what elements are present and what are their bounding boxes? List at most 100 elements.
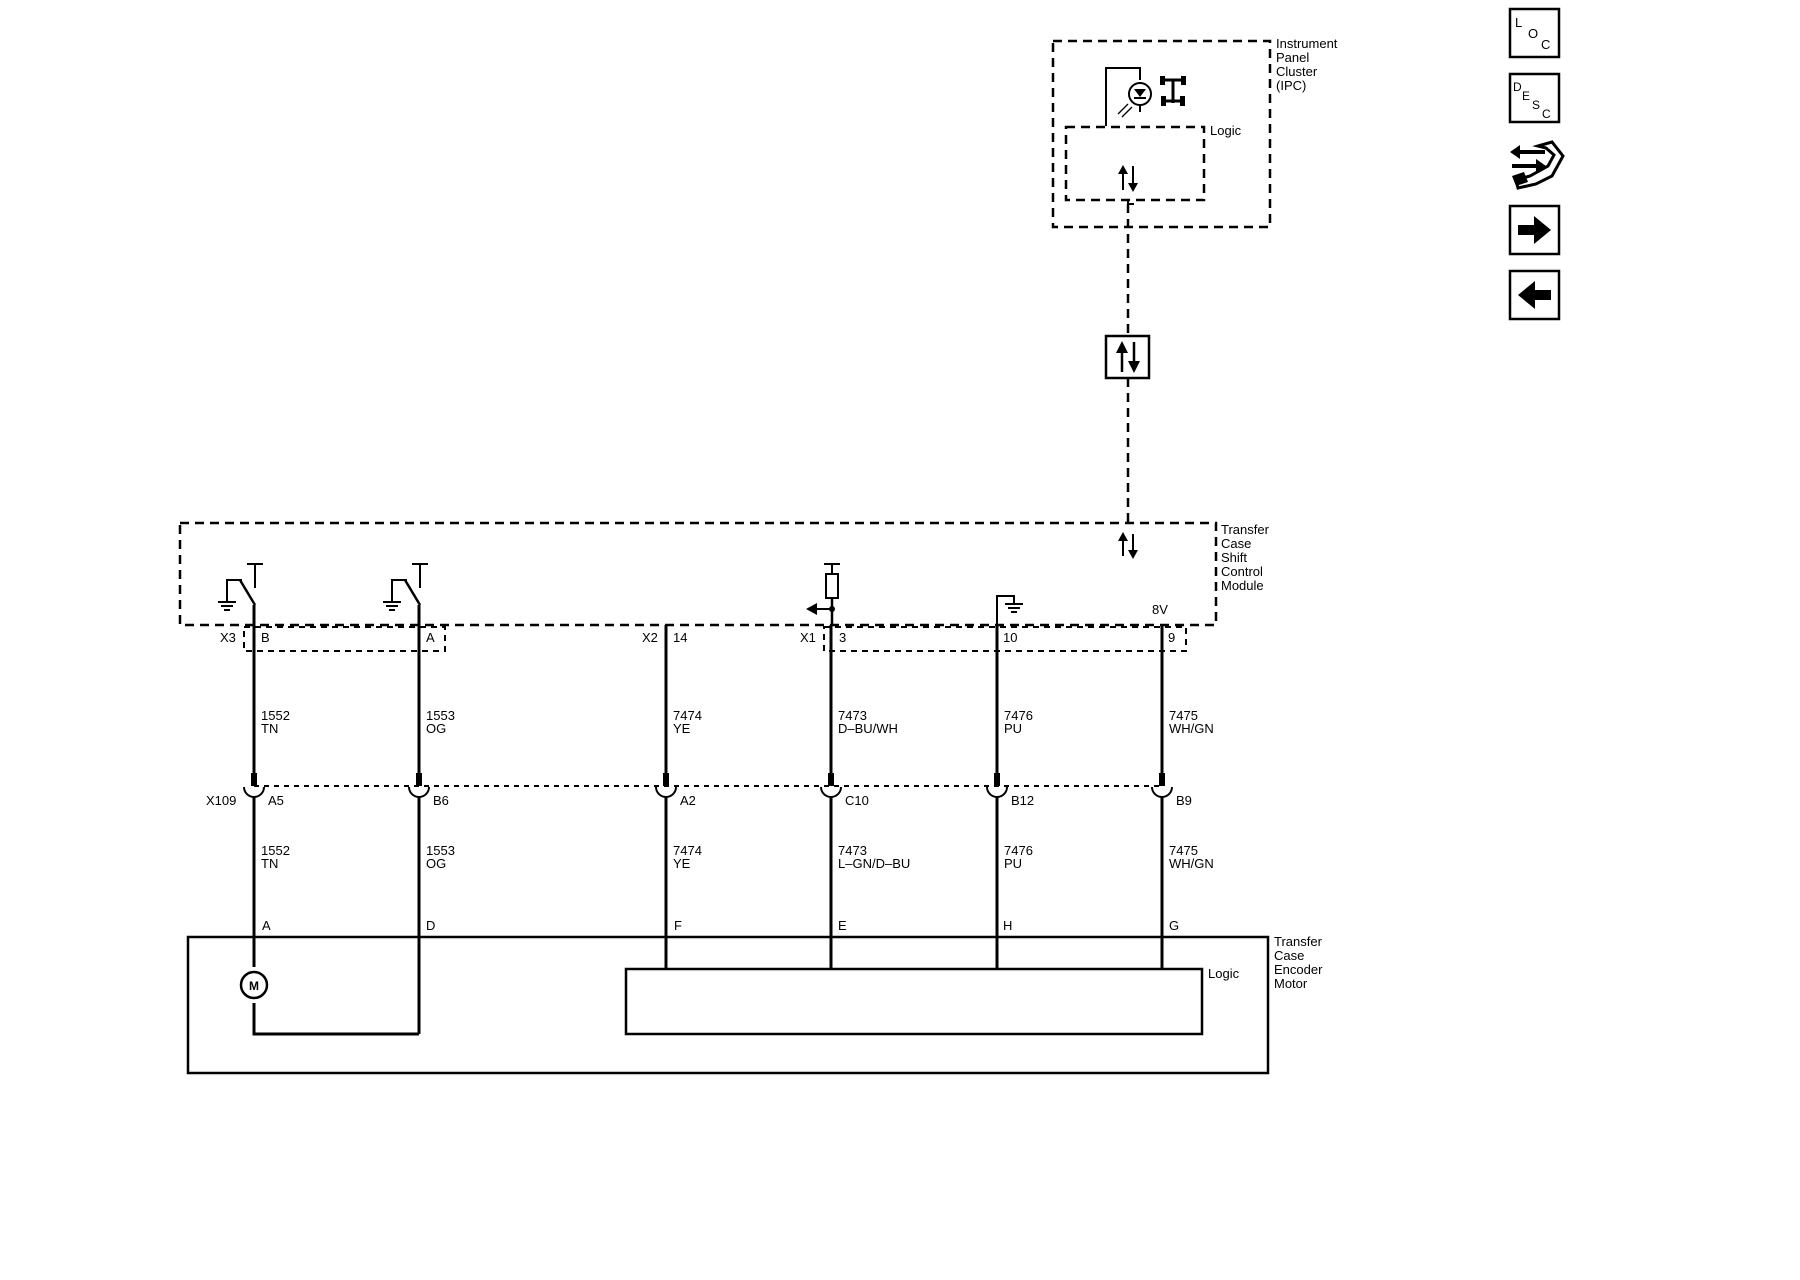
loc-icon: L O C — [1515, 15, 1550, 52]
encoder-name-line: Encoder — [1274, 962, 1323, 977]
desc-letter: C — [1542, 107, 1551, 121]
wrench-arrows-icon — [1510, 140, 1565, 190]
wire-color: PU — [1004, 856, 1022, 871]
data-arrows-icon — [1118, 165, 1138, 192]
motor-driver-switch-icon — [218, 563, 263, 611]
wire-color: YE — [673, 721, 691, 736]
wire-color: OG — [426, 856, 446, 871]
inline-connector-x109 — [243, 773, 1173, 798]
loc-letter: L — [1515, 15, 1522, 30]
ipc-logic-label: Logic — [1210, 123, 1242, 138]
wires — [252, 605, 1164, 1036]
previous-page-button[interactable] — [1508, 269, 1561, 321]
ground-icon — [996, 595, 1023, 625]
reference-voltage-label: 8V — [1152, 602, 1168, 617]
pull-up-resistor-icon — [806, 563, 840, 625]
circuit-number: 7475 — [1169, 708, 1198, 723]
tcscm-name-line: Control — [1221, 564, 1263, 579]
tcscm-name-line: Module — [1221, 578, 1264, 593]
desc-letter: E — [1522, 89, 1530, 103]
arrow-left-icon — [1518, 281, 1551, 309]
circuit-number: 1552 — [261, 843, 290, 858]
tcscm-name-line: Shift — [1221, 550, 1247, 565]
ipc-name-line: Panel — [1276, 50, 1309, 65]
wiring-diagram: Instrument Panel Cluster (IPC) Logic — [178, 7, 1565, 1075]
circuit-number: 7474 — [673, 708, 702, 723]
circuit-number: 7473 — [838, 708, 867, 723]
circuit-number: 1552 — [261, 708, 290, 723]
tcscm-name-line: Transfer — [1221, 522, 1270, 537]
motor-symbol-label: M — [249, 979, 259, 993]
loc-letter: O — [1528, 26, 1538, 41]
pin-label: D — [426, 918, 435, 933]
circuit-labels-upper: 1552 TN 1553 OG 7474 YE 7473 D–BU/WH 747… — [261, 708, 1214, 736]
serial-data-symbol — [1104, 334, 1151, 380]
wire-color: YE — [673, 856, 691, 871]
desc-letter: S — [1532, 98, 1540, 112]
desc-icon: D E S C — [1513, 80, 1551, 121]
tcscm-name-line: Case — [1221, 536, 1251, 551]
pin-label: 9 — [1168, 630, 1175, 645]
circuit-number: 7474 — [673, 843, 702, 858]
encoder-logic-label: Logic — [1208, 966, 1240, 981]
pin-label: A2 — [680, 793, 696, 808]
next-page-button[interactable] — [1508, 204, 1561, 256]
ipc-module: Instrument Panel Cluster (IPC) Logic — [1051, 36, 1338, 229]
connector-shell-x3 — [243, 626, 446, 652]
pin-label: 14 — [673, 630, 687, 645]
pin-label: E — [838, 918, 847, 933]
wire-color: WH/GN — [1169, 721, 1214, 736]
circuit-number: 7475 — [1169, 843, 1198, 858]
wire-color: TN — [261, 721, 278, 736]
data-arrows-icon — [1118, 532, 1138, 559]
motor-icon: M — [239, 970, 269, 1000]
pin-label: G — [1169, 918, 1179, 933]
encoder-name-line: Transfer — [1274, 934, 1323, 949]
connector-label-x2: X2 — [642, 630, 658, 645]
wire-color: PU — [1004, 721, 1022, 736]
serial-data-line — [1126, 200, 1134, 528]
loc-letter: C — [1541, 37, 1550, 52]
diagnostic-tool-button[interactable] — [1510, 140, 1565, 190]
pin-label: F — [674, 918, 682, 933]
circuit-number: 1553 — [426, 843, 455, 858]
circuit-labels-lower: 1552 TN 1553 OG 7474 YE 7473 L–GN/D–BU 7… — [261, 843, 1214, 871]
circuit-number: 7473 — [838, 843, 867, 858]
wire-color: TN — [261, 856, 278, 871]
description-button[interactable]: D E S C — [1508, 72, 1561, 124]
pin-label: A — [426, 630, 435, 645]
wire-color: OG — [426, 721, 446, 736]
ipc-name-line: Cluster — [1276, 64, 1318, 79]
four-wheel-drive-icon — [1160, 76, 1186, 106]
transfer-case-encoder-motor: Logic Transfer Case Encoder Motor M — [186, 934, 1323, 1075]
ipc-name-line: Instrument — [1276, 36, 1338, 51]
pin-label: 10 — [1003, 630, 1017, 645]
pin-label: H — [1003, 918, 1012, 933]
connector-label-x109: X109 — [206, 793, 236, 808]
location-button[interactable]: L O C — [1508, 7, 1561, 59]
arrow-right-icon — [1518, 216, 1551, 244]
pin-label: B9 — [1176, 793, 1192, 808]
transfer-case-shift-control-module: Transfer Case Shift Control Module — [178, 521, 1270, 627]
connector-label-x1: X1 — [800, 630, 816, 645]
pin-label: 3 — [839, 630, 846, 645]
wire-color: D–BU/WH — [838, 721, 898, 736]
wire-color: WH/GN — [1169, 856, 1214, 871]
pin-label: B6 — [433, 793, 449, 808]
circuit-number: 1553 — [426, 708, 455, 723]
wire-color: L–GN/D–BU — [838, 856, 910, 871]
encoder-name-line: Motor — [1274, 976, 1308, 991]
desc-letter: D — [1513, 80, 1522, 94]
connector-shell-x1 — [823, 626, 1187, 652]
pin-label: C10 — [845, 793, 869, 808]
pin-label: A5 — [268, 793, 284, 808]
indicator-lamp-icon — [1105, 67, 1152, 126]
pin-label: B — [261, 630, 270, 645]
connector-label-x3: X3 — [220, 630, 236, 645]
motor-driver-switch-icon — [383, 563, 428, 611]
ipc-name-line: (IPC) — [1276, 78, 1306, 93]
circuit-number: 7476 — [1004, 843, 1033, 858]
pin-label: A — [262, 918, 271, 933]
pin-label: B12 — [1011, 793, 1034, 808]
circuit-number: 7476 — [1004, 708, 1033, 723]
